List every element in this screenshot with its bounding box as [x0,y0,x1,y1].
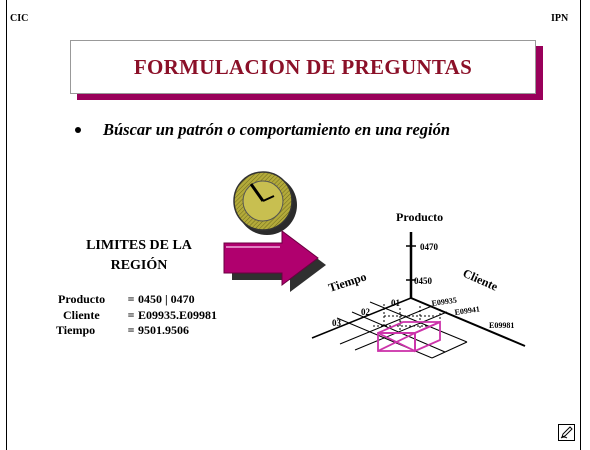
axis-label-tiempo: Tiempo [327,269,369,294]
def-row-producto: Producto = 0450 | 0470 [58,292,217,308]
clock-icon [233,171,297,235]
page-title: FORMULACION DE PREGUNTAS [133,54,473,79]
header-left-label: CIC [10,13,29,24]
tick-label-01: 01 [391,298,401,308]
def-value: E09935.E09981 [138,307,218,322]
limits-heading: LIMITES DE LA REGIÓN [80,236,198,276]
edit-icon[interactable] [558,424,575,441]
def-label: Cliente [63,307,100,322]
frame-right-border [580,0,581,450]
header-right-label: IPN [551,13,569,24]
tick-label-e09941: E09941 [454,305,480,317]
arrow-icon [223,230,326,292]
axis-label-cliente: Cliente [461,266,501,294]
tick-label-0470: 0470 [420,242,439,252]
region-box [377,320,441,353]
def-value: 0450 | 0470 [138,292,195,306]
def-equals: = [127,292,135,306]
axis-label-producto: Producto [396,210,443,224]
def-label: Tiempo [56,323,96,337]
def-equals: = [127,307,135,322]
limits-heading-line1: LIMITES DE LA [86,238,192,253]
bullet-text: Búscar un patrón o comportamiento en una… [103,120,451,139]
frame-left-border [6,0,7,450]
title-box: FORMULACION DE PREGUNTAS [70,40,536,94]
tick-label-0450: 0450 [414,276,433,286]
def-value: 9501.9506 [138,323,189,337]
limits-heading-line2: REGIÓN [110,258,168,273]
def-equals: = [127,323,135,337]
pencil-icon [560,426,573,439]
limits-definitions: Producto = 0450 | 0470 Cliente = E09935.… [56,292,217,339]
def-row-tiempo: Tiempo = 9501.9506 [56,323,217,339]
bullet-item: Búscar un patrón o comportamiento en una… [75,120,450,140]
tick-label-e09935: E09935 [431,296,457,308]
tick-label-03: 03 [332,318,342,328]
tick-label-e09981: E09981 [489,321,514,330]
def-label: Producto [58,292,106,306]
cliente-axis [410,297,526,347]
tick-label-02: 02 [361,307,371,317]
tiempo-axis [311,297,412,339]
def-row-cliente: Cliente = E09935.E09981 [58,308,217,324]
bullet-dot [75,127,81,133]
